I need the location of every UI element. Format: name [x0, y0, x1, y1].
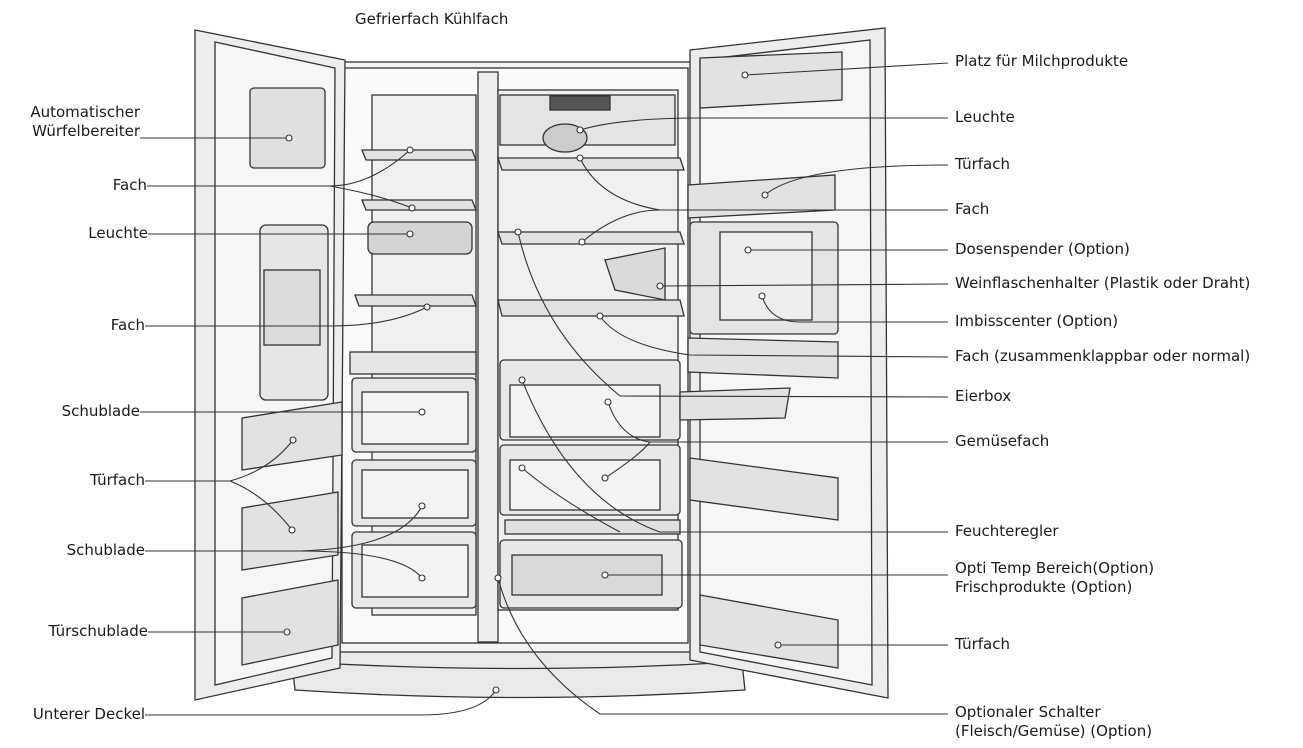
leader-lines: [140, 62, 949, 716]
center-divider: [477, 71, 499, 643]
bottom-cover: [289, 644, 746, 699]
label-dairy: Platz für Milchprodukte: [955, 52, 1129, 70]
compartment-title: Gefrierfach Kühlfach: [355, 10, 509, 28]
label-snack-center: Imbisscenter (Option): [955, 312, 1119, 330]
label-door-bin-2: Türfach: [955, 635, 1011, 653]
label-bottom-cover: Unterer Deckel: [32, 705, 145, 723]
label-optional-switch: Optionaler Schalter (Fleisch/Gemüse) (Op…: [955, 703, 1153, 740]
label-folding-shelf: Fach (zusammenklappbar oder normal): [955, 347, 1251, 365]
label-humidity-control: Feuchteregler: [955, 522, 1059, 540]
label-light-left: Leuchte: [88, 224, 148, 242]
label-shelf-2: Fach: [110, 316, 145, 334]
label-drawer-2: Schublade: [66, 541, 145, 559]
label-shelf-right: Fach: [955, 200, 990, 218]
label-can-dispenser: Dosenspender (Option): [955, 240, 1130, 258]
label-door-drawer: Türschublade: [48, 622, 149, 640]
label-ice-maker: Automatischer Würfelbereiter: [30, 103, 140, 140]
label-door-bin-1: Türfach: [955, 155, 1011, 173]
leader-dots: [283, 71, 782, 694]
label-wine-holder: Weinflaschenhalter (Plastik oder Draht): [955, 274, 1251, 292]
label-vegetable-drawer: Gemüsefach: [955, 432, 1050, 450]
label-drawer-1: Schublade: [61, 402, 140, 420]
label-light-right: Leuchte: [955, 108, 1015, 126]
label-door-bin-left: Türfach: [89, 471, 145, 489]
label-opti-temp: Opti Temp Bereich(Option) Frischprodukte…: [955, 559, 1155, 596]
label-shelf-1: Fach: [112, 176, 147, 194]
label-egg-box: Eierbox: [955, 387, 1012, 405]
